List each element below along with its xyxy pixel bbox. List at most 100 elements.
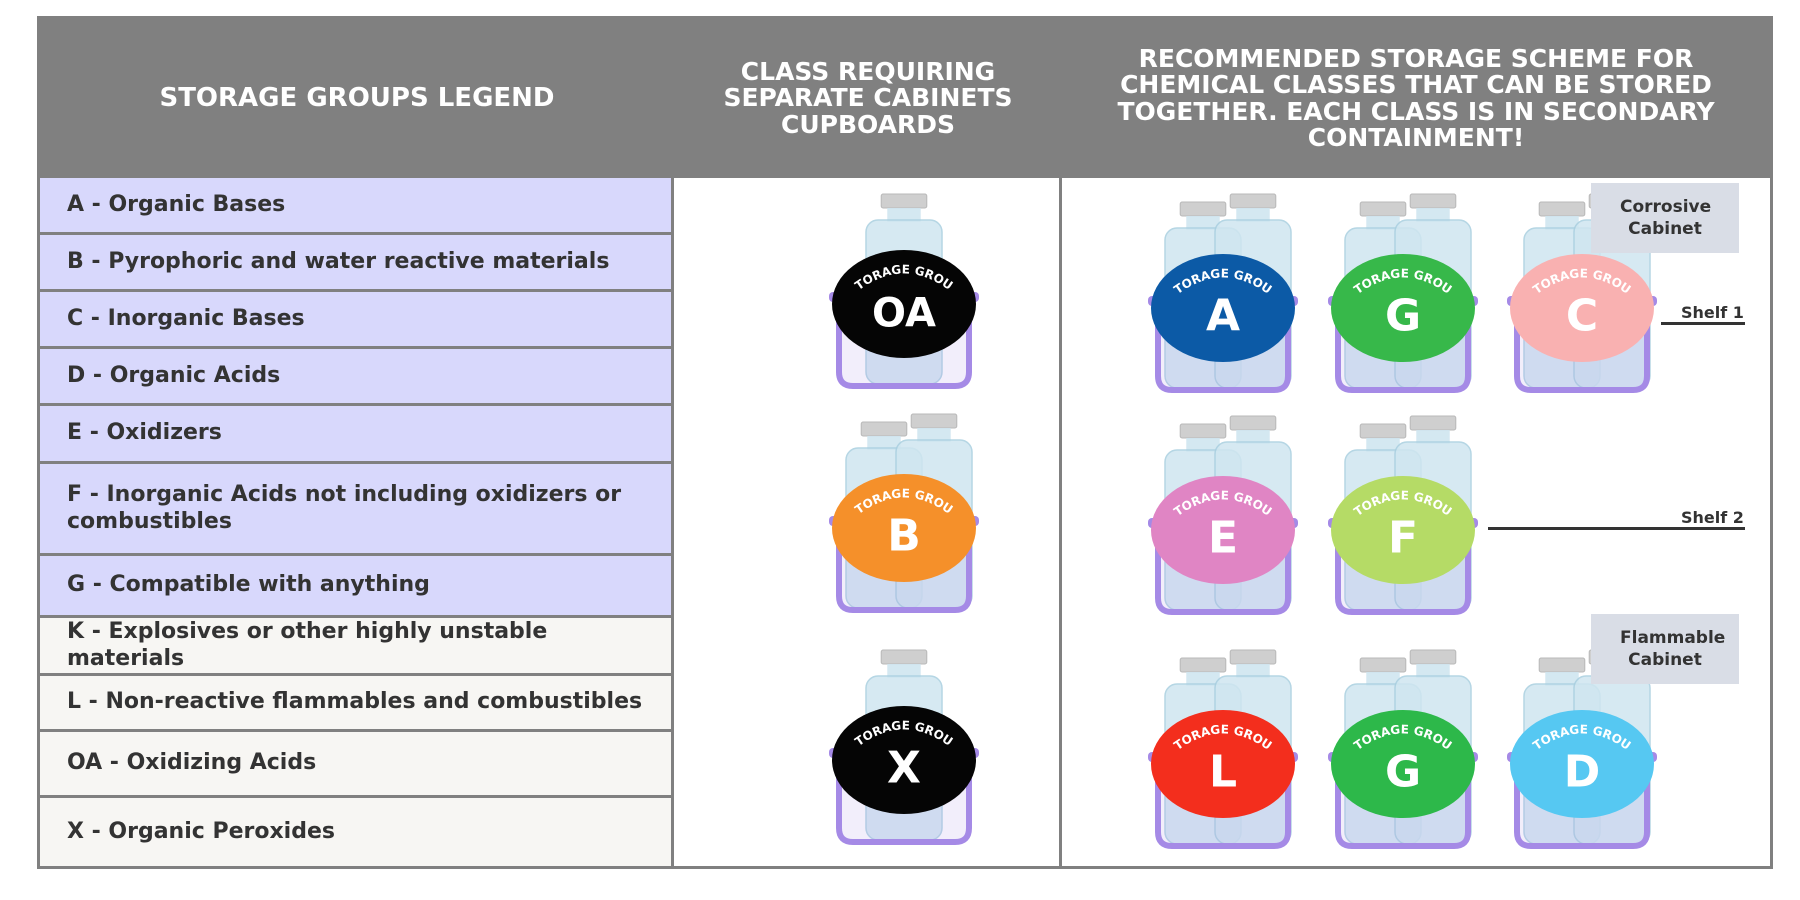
header-separate: CLASS REQUIRING SEPARATE CABINETS CUPBOA…: [674, 19, 1062, 178]
bottle-neck: [1236, 430, 1270, 444]
legend-row: F - Inorganic Acids not including oxidiz…: [40, 464, 671, 556]
legend-row: B - Pyrophoric and water reactive materi…: [40, 235, 671, 292]
legend-row-text: X - Organic Peroxides: [67, 818, 335, 844]
bottle-neck: [1545, 672, 1579, 686]
legend-row: OA - Oxidizing Acids: [40, 732, 671, 798]
badge-caption-path-text: STORAGE GROUP: [40, 19, 1274, 519]
bottle-cap: [880, 193, 928, 209]
legend-row: A - Organic Bases: [40, 178, 671, 235]
bottle-cap: [1409, 649, 1457, 665]
bottle-neck: [1416, 664, 1450, 678]
storage-group-badge: [1151, 476, 1295, 584]
scheme-unit-l: STORAGE GROUP L: [40, 19, 1298, 849]
bottle-neck: [887, 664, 921, 678]
badge-letter: G: [1385, 291, 1421, 342]
badge-letter: C: [1566, 291, 1598, 342]
bottle-cap: [1359, 201, 1407, 217]
legend-row: X - Organic Peroxides: [40, 798, 671, 866]
bottle-neck: [1416, 430, 1450, 444]
storage-group-badge: [1331, 710, 1475, 818]
column-divider-2: [1059, 178, 1062, 866]
bottle-cap: [1409, 193, 1457, 209]
bottle-cap: [1229, 649, 1277, 665]
badge-letter: B: [887, 511, 921, 562]
flammable-cabinet-label: Flammable Cabinet: [1620, 627, 1726, 670]
bottle-cap: [1359, 423, 1407, 439]
legend-row-text: C - Inorganic Bases: [67, 305, 305, 331]
badge-caption-path-text: STORAGE GROUP: [40, 19, 1274, 297]
bottle-cap: [910, 413, 958, 429]
legend-row-text: OA - Oxidizing Acids: [67, 750, 317, 776]
badge-caption: STORAGE GROUP: [40, 19, 1274, 297]
legend-row-text: B - Pyrophoric and water reactive materi…: [67, 248, 610, 274]
legend-row: K - Explosives or other highly unstable …: [40, 618, 671, 676]
legend-row-text: L - Non-reactive flammables and combusti…: [67, 689, 643, 715]
bottle-cap: [1229, 193, 1277, 209]
scheme-unit-e: STORAGE GROUP E: [40, 19, 1298, 615]
legend-row: G - Compatible with anything: [40, 556, 671, 618]
legend-row-text: D - Organic Acids: [67, 362, 281, 388]
bottle-neck: [1186, 438, 1220, 452]
legend-row-text: A - Organic Bases: [67, 191, 286, 217]
corrosive-cabinet-note: Corrosive Cabinet: [1591, 183, 1739, 253]
badge-caption: STORAGE GROUP: [40, 19, 955, 749]
column-divider-1: [671, 178, 674, 866]
header-separate-text: CLASS REQUIRING SEPARATE CABINETS CUPBOA…: [723, 57, 1013, 139]
storage-chart: STORAGE GROUPS LEGEND CLASS REQUIRING SE…: [37, 16, 1773, 869]
storage-group-badge: [1331, 476, 1475, 584]
bottle-neck: [867, 436, 901, 450]
bottle-neck: [1545, 216, 1579, 230]
storage-group-badge: [832, 474, 976, 582]
badge-letter: A: [1206, 291, 1240, 342]
bottle-neck: [1416, 208, 1450, 222]
bottle-neck: [917, 428, 951, 442]
storage-group-badge: [1151, 254, 1295, 362]
badge-caption-path-text: STORAGE GROUP: [40, 19, 955, 517]
legend-row: E - Oxidizers: [40, 406, 671, 464]
badge-letter: G: [1385, 747, 1421, 798]
badge-letter: L: [1209, 747, 1237, 798]
legend-row-text: K - Explosives or other highly unstable …: [67, 619, 548, 671]
legend-row: C - Inorganic Bases: [40, 292, 671, 349]
storage-group-badge: [1510, 254, 1654, 362]
badge-caption-path-text: STORAGE GROUP: [40, 19, 955, 749]
badge-caption: STORAGE GROUP: [40, 19, 955, 517]
bottle-cap: [860, 421, 908, 437]
bottle-neck: [887, 208, 921, 222]
legend-row: L - Non-reactive flammables and combusti…: [40, 676, 671, 732]
legend-row-text: G - Compatible with anything: [67, 572, 430, 598]
legend-row-text: F - Inorganic Acids not including oxidiz…: [67, 482, 622, 534]
corrosive-cabinet-label: Corrosive Cabinet: [1620, 196, 1712, 239]
storage-group-badge: [832, 706, 976, 814]
bottle-cap: [1409, 415, 1457, 431]
bottle-neck: [1186, 216, 1220, 230]
bottle-cap: [1179, 201, 1227, 217]
separate-unit-oa: STORAGE GROUPOA: [40, 19, 979, 389]
badge-caption: STORAGE GROUP: [40, 19, 955, 293]
header-scheme: RECOMMENDED STORAGE SCHEME FOR CHEMICAL …: [1062, 19, 1770, 178]
badge-letter: F: [1388, 513, 1418, 564]
bottle-cap: [1179, 657, 1227, 673]
bottle-cap: [1179, 423, 1227, 439]
bottle-cap: [1538, 657, 1586, 673]
scheme-unit-a: STORAGE GROUP A: [40, 19, 1298, 393]
bottle-neck: [1366, 438, 1400, 452]
header-scheme-text: RECOMMENDED STORAGE SCHEME FOR CHEMICAL …: [1117, 44, 1715, 152]
storage-group-badge: [832, 250, 976, 358]
badge-letter: X: [887, 743, 921, 794]
bottle-cap: [1229, 415, 1277, 431]
bottle-cap: [880, 649, 928, 665]
badge-caption-path-text: STORAGE GROUP: [40, 19, 955, 293]
storage-illustration: STORAGE GROUPOASTORAGE GROUPBSTORAGE GRO…: [40, 19, 1657, 849]
bottle-neck: [1366, 672, 1400, 686]
badge-caption-path-text: STORAGE GROUP: [40, 19, 1274, 753]
storage-group-badge: [1151, 710, 1295, 818]
flammable-cabinet-note: Flammable Cabinet: [1591, 614, 1739, 684]
badge-caption: STORAGE GROUP: [40, 19, 1274, 519]
badge-letter: D: [1564, 747, 1601, 798]
badge-letter: E: [1208, 513, 1238, 564]
badge-letter: OA: [872, 291, 936, 337]
bottle-neck: [1366, 216, 1400, 230]
storage-group-badge: [1331, 254, 1475, 362]
bottle-cap: [1359, 657, 1407, 673]
